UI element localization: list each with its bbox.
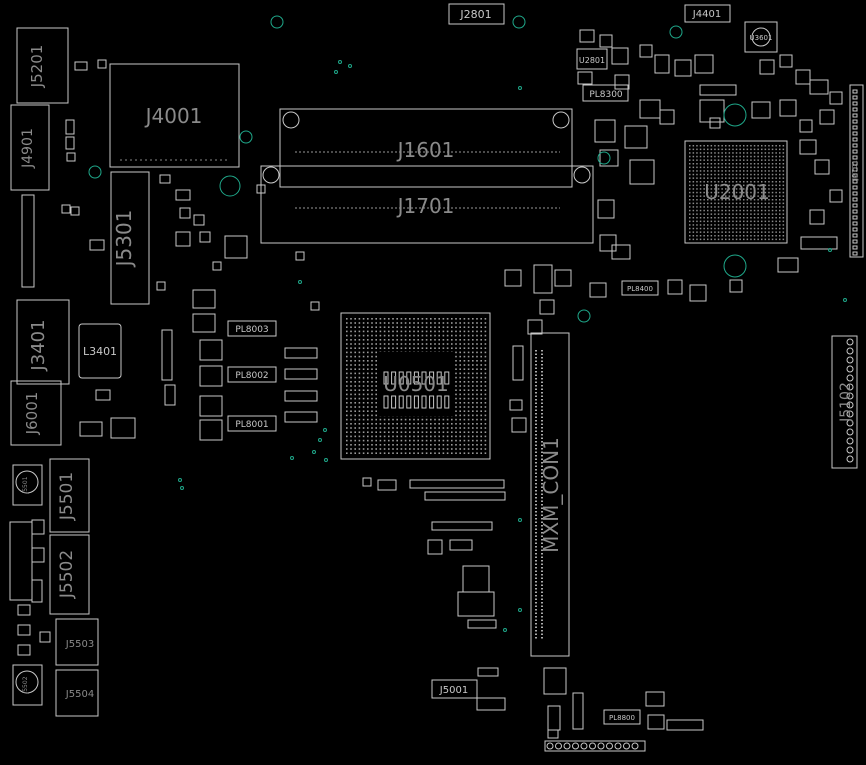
connector-j5201[interactable]: J5201 xyxy=(16,27,69,104)
connector-j4401[interactable]: J4401 xyxy=(684,4,731,23)
connector-j3401[interactable]: J3401 xyxy=(16,299,70,385)
chip-u3601[interactable]: U3601 xyxy=(744,21,778,53)
connector-j5001[interactable]: J5001 xyxy=(431,679,478,699)
label-j1601: J1601 xyxy=(396,138,455,162)
connector-j2701[interactable]: J2701 xyxy=(849,84,864,258)
connector-j5501[interactable]: J5501 xyxy=(49,458,90,533)
connector-mxm-con1[interactable]: MXM_CON1 xyxy=(530,332,570,657)
label-j5201: J5201 xyxy=(28,45,46,89)
smd-components xyxy=(9,29,843,739)
label-mxm-con1: MXM_CON1 xyxy=(539,437,563,553)
label-j5301: J5301 xyxy=(112,210,136,269)
label-j5503: J5503 xyxy=(65,639,94,650)
slot-j1601[interactable]: J1601 xyxy=(279,108,573,188)
inductor-pl8001[interactable]: PL8001 xyxy=(227,415,277,432)
connector-j5301[interactable]: J5301 xyxy=(110,171,150,305)
u2001-ball-grid xyxy=(689,145,785,241)
label-pl8800: PL8800 xyxy=(609,714,635,722)
vias xyxy=(88,15,847,632)
slot-j1701[interactable]: J1701 xyxy=(260,165,594,244)
label-j5102: J5102 xyxy=(838,382,854,423)
label-j5502: J5502 xyxy=(57,550,77,599)
label-u3601: U3601 xyxy=(750,34,773,42)
inductor-pl8800[interactable]: PL8800 xyxy=(603,709,641,725)
inductor-pl8400[interactable]: PL8400 xyxy=(621,280,659,296)
label-l3401: L3401 xyxy=(83,345,117,358)
label-j5001: J5001 xyxy=(439,685,468,696)
inductor-l3401[interactable]: L3401 xyxy=(78,323,122,379)
label-u0501: U0501 xyxy=(383,372,449,396)
label-pl8003: PL8003 xyxy=(235,325,268,335)
label-j3401: J3401 xyxy=(28,319,49,371)
inductor-pl8300[interactable]: PL8300 xyxy=(582,84,629,102)
label-pl8001: PL8001 xyxy=(235,420,268,430)
label-pl8300: PL8300 xyxy=(589,90,623,100)
label-j4001: J4001 xyxy=(144,104,203,128)
connector-j4001[interactable]: J4001 xyxy=(109,63,240,168)
label-j1701: J1701 xyxy=(396,194,455,218)
connector-j2801[interactable]: J2801 xyxy=(448,3,505,25)
connector-j5502[interactable]: J5502 xyxy=(49,534,90,615)
label-u2001: U2001 xyxy=(704,180,770,204)
label-j5501: J5501 xyxy=(57,472,77,521)
chip-u2801[interactable]: U2801 xyxy=(576,48,608,70)
round-part-j5502-small: J5502 xyxy=(12,664,43,706)
connector-j5503[interactable]: J5503 xyxy=(55,618,99,666)
mxm-pins xyxy=(535,350,543,639)
inductor-pl8003[interactable]: PL8003 xyxy=(227,320,277,337)
connector-j6001[interactable]: J6001 xyxy=(10,380,62,446)
label-j5504: J5504 xyxy=(65,689,94,700)
label-j4401: J4401 xyxy=(692,9,721,20)
j2701-pins xyxy=(852,89,858,256)
label-pl8002: PL8002 xyxy=(235,371,268,381)
label-j6001: J6001 xyxy=(23,392,41,436)
connector-j5504[interactable]: J5504 xyxy=(55,669,99,717)
connector-j5102[interactable]: J5102 xyxy=(831,335,858,469)
chip-u2001[interactable]: U2001 xyxy=(684,140,788,244)
label-pl8400: PL8400 xyxy=(627,285,653,293)
label-j5501-small: J5501 xyxy=(22,476,29,494)
inductor-pl8002[interactable]: PL8002 xyxy=(227,366,277,383)
label-j5502-small: J5502 xyxy=(22,676,29,694)
j5102-pins xyxy=(846,338,854,463)
connector-j4901[interactable]: J4901 xyxy=(10,104,50,191)
u0501-center-caps xyxy=(383,371,450,409)
label-j2801: J2801 xyxy=(459,8,491,21)
label-j4901: J4901 xyxy=(20,128,36,169)
bottom-pin-header xyxy=(544,740,646,752)
chip-u0501[interactable]: U0501 xyxy=(340,312,491,460)
label-j2701: J2701 xyxy=(851,160,859,181)
round-part-j5501-small: J5501 xyxy=(12,464,43,506)
label-u2801: U2801 xyxy=(579,56,605,65)
